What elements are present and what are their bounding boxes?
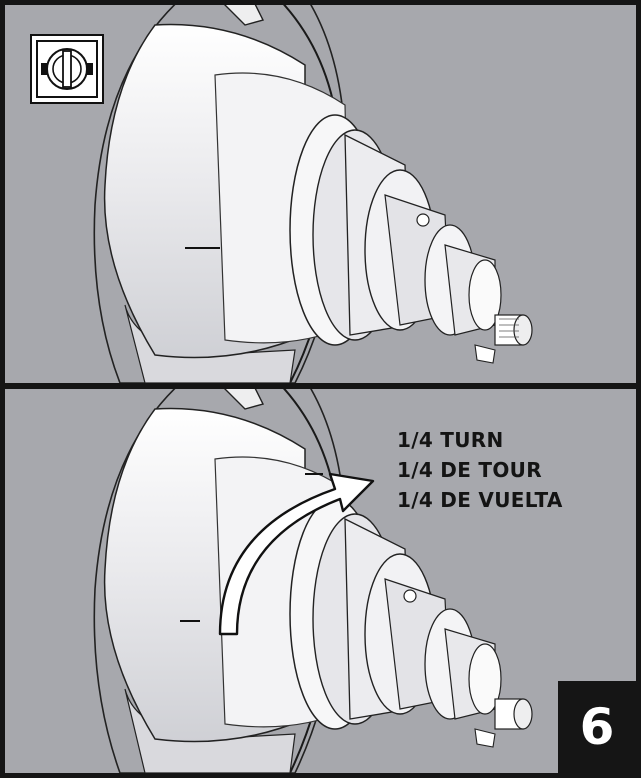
rotation-label-fr: 1/4 DE TOUR (397, 458, 542, 482)
step-number: 6 (579, 698, 615, 756)
step-number-badge: 6 (558, 681, 636, 773)
rotation-label-en: 1/4 TURN (397, 428, 504, 452)
valve-illustration-before (93, 5, 533, 383)
curved-arrow-icon (218, 472, 375, 636)
valve-illustration-after (93, 389, 533, 773)
rotation-instruction: 1/4 TURN 1/4 DE TOUR 1/4 DE VUELTA (397, 425, 563, 515)
panel-before (5, 5, 636, 383)
valve-handle-icon (29, 33, 105, 105)
rotation-label-es: 1/4 DE VUELTA (397, 488, 563, 512)
panel-after: 1/4 TURN 1/4 DE TOUR 1/4 DE VUELTA 6 (5, 389, 636, 773)
